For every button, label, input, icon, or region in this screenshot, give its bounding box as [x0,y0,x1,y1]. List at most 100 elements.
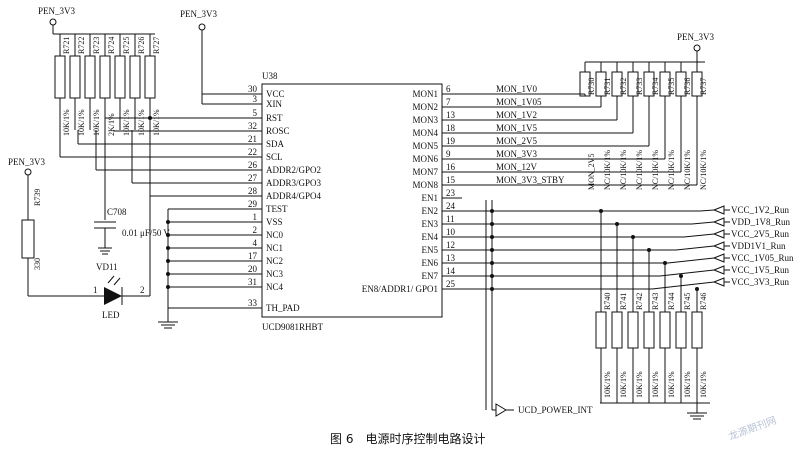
top-resistor [114,55,126,99]
bottom-resistor-value: 10K/1% [635,371,644,398]
right-pin-number: 9 [446,149,451,159]
output-flags: VCC_1V2_RunVDD_1V8_RunVCC_2V5_RunVDD1V1_… [462,205,794,291]
pen-3v3-label-d: PEN_3V3 [677,32,715,42]
top-resistor [69,55,81,99]
right-pin-number: 11 [446,214,455,224]
left-pin-name: VCC [266,89,285,99]
top-resistor-value: 2K/1% [107,113,116,136]
bottom-resistor-value: 10K/1% [683,371,692,398]
bottom-resistor [691,311,703,349]
right-pin-number: 19 [446,136,456,146]
output-flag-arrow [712,229,725,239]
bottom-resistor-ref: R744 [667,293,676,310]
right-pin-number: 15 [446,175,456,185]
right-top-resistor-ref: R731 [603,78,612,95]
pen-3v3-terminal-c [24,168,32,176]
right-top-resistor-value: NC/10K/1% [683,150,692,190]
pen-3v3-terminal-a [49,18,57,26]
left-pin-number: 27 [248,173,258,183]
mon-net-label: MON_1V0 [496,84,538,94]
right-top-resistor-value: NC/10K/1% [619,150,628,190]
bottom-resistor-bank: R74010K/1%R74110K/1%R74210K/1%R74310K/1%… [595,209,708,403]
right-top-resistor-value: NC/10K/1% [651,150,660,190]
right-pin-name: MON1 [412,89,438,99]
right-pin-name: MON7 [412,167,438,177]
top-resistor-value: 10K/1% [122,109,131,136]
bottom-resistor [627,311,639,349]
right-pin-name: EN8/ADDR1/ GPO1 [362,284,438,294]
right-top-resistor-bank: R730MON_2V5R731NC/10K/1%R732NC/10K/1%R73… [579,62,708,190]
right-top-resistor-value: MON_2V5 [587,154,596,190]
chip-ref: U38 [262,71,278,81]
led-symbol [104,287,122,305]
mon-net-label: MON_12V [496,162,538,172]
right-top-resistor-ref: R735 [667,78,676,95]
right-pin-name: EN3 [422,219,439,229]
right-pin-name: EN1 [422,193,439,203]
right-pin-name: MON4 [412,128,438,138]
mon-net-label: MON_1V2 [496,110,537,120]
bottom-resistor-value: 10K/1% [603,371,612,398]
bottom-resistor-ref: R746 [699,293,708,310]
chip-body [261,83,443,318]
left-pin-name: NC0 [266,230,284,240]
output-flag-arrow [712,205,725,215]
right-top-resistor-ref: R730 [587,78,596,95]
top-resistor [84,55,96,99]
right-pin-number: 24 [446,201,456,211]
left-pin-name: XIN [266,99,282,109]
bottom-resistor-ref: R741 [619,293,628,310]
left-pin-name: SCL [266,152,283,162]
output-net-label: VCC_1V2_Run [731,205,790,215]
top-resistor-ref: R724 [107,37,116,54]
pen-3v3-label-a: PEN_3V3 [38,6,76,16]
top-resistor-value: 10K/1% [137,109,146,136]
bottom-resistor-value: 10K/1% [619,371,628,398]
right-top-resistor-value: NC/10K/1% [667,150,676,190]
left-pin-name: TH_PAD [266,303,300,313]
right-pin-number: 13 [446,253,456,263]
left-pin-number: 5 [253,108,258,118]
right-top-resistor-ref: R737 [699,78,708,95]
r739-ref: R739 [33,189,42,206]
right-pin-name: EN7 [422,271,439,281]
left-pin-number: 28 [248,186,258,196]
left-pin-name: ADDR4/GPO4 [266,191,322,201]
pen-3v3-terminal-d [693,44,701,52]
right-pin-name: MON6 [412,154,438,164]
output-flag-arrow [712,241,725,251]
bottom-resistor [611,311,623,349]
pen-3v3-terminal-b [198,23,206,31]
top-resistor-ref: R723 [92,37,101,54]
power-int-label: UCD_POWER_INT [518,405,593,415]
top-resistor [99,55,111,99]
left-pin-number: 29 [248,199,258,209]
left-pin-number: 32 [248,121,257,131]
right-pin-number: 23 [446,188,456,198]
watermark: 龙源期刊网 [727,414,778,443]
top-resistor-value: 10K/1% [77,109,86,136]
left-pin-number: 2 [253,225,258,235]
figure-caption: 图 6 电源时序控制电路设计 [330,431,485,446]
r739-value: 330 [33,258,42,270]
top-resistor [144,55,156,99]
output-net-label: VCC_1V5_Run [731,265,790,275]
left-pin-number: 21 [248,134,257,144]
mon-net-label: MON_2V5 [496,136,538,146]
left-pin-name: NC4 [266,282,284,292]
top-resistor-value: 10K/1% [92,109,101,136]
left-pin-name: VSS [266,217,283,227]
top-resistor-value: 10K/1% [62,109,71,136]
left-pin-name: RST [266,113,283,123]
right-pin-name: EN5 [422,245,439,255]
top-resistor [129,55,141,99]
right-pin-number: 16 [446,162,456,172]
right-top-resistor-ref: R733 [635,78,644,95]
left-pin-number: 30 [248,84,258,94]
output-flag-arrow [712,265,725,275]
bottom-resistor-ref: R743 [651,293,660,310]
vd-ref: VD11 [96,262,118,272]
right-pin-name: MON2 [412,102,438,112]
